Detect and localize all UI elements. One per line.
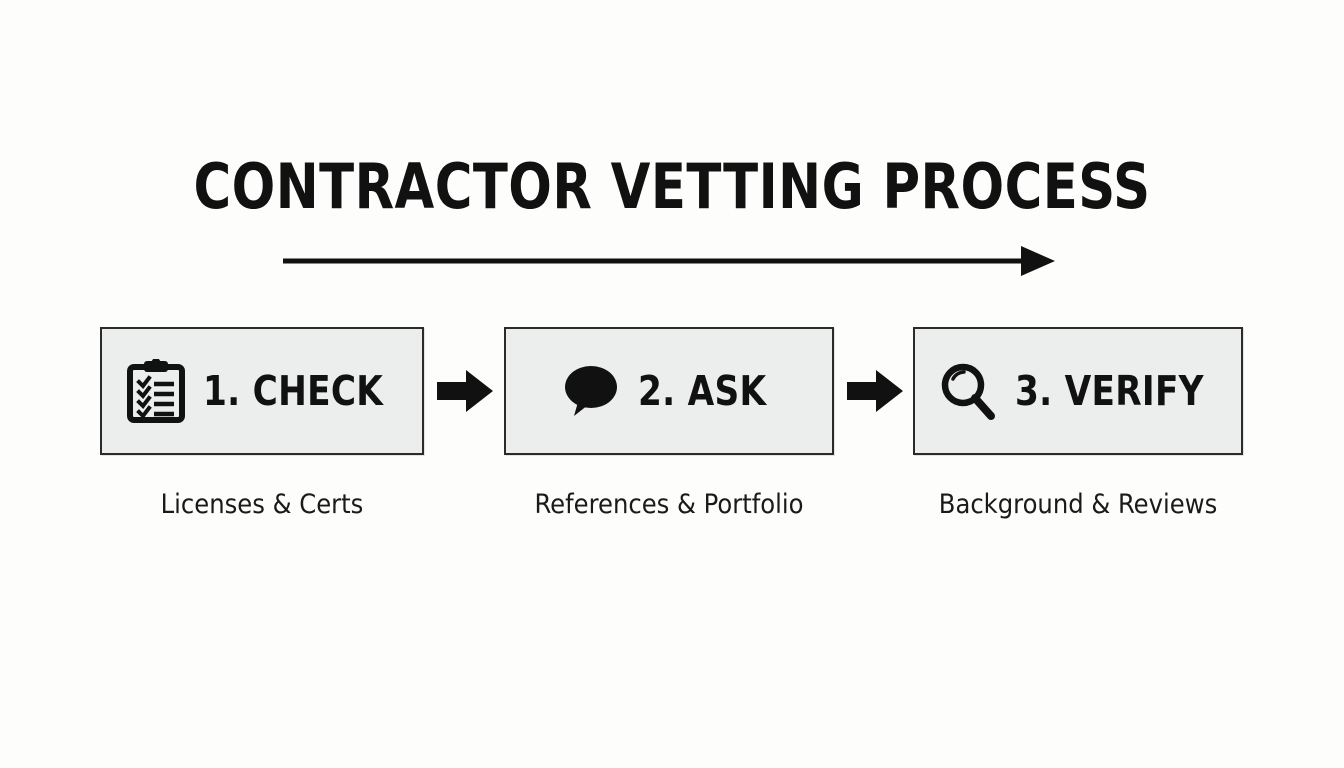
step-label-ask: 2. ASK — [637, 367, 767, 415]
step-label-verify: 3. VERIFY — [1014, 367, 1204, 415]
step-content: 2. ASK — [562, 362, 776, 420]
step-box-verify[interactable]: 3. VERIFY — [913, 327, 1243, 455]
arrow-right-long-icon — [283, 246, 1055, 276]
step-box-ask[interactable]: 2. ASK — [504, 327, 834, 455]
page-title: CONTRACTOR VETTING PROCESS — [193, 150, 1151, 223]
step-box-check[interactable]: 1. CHECK — [100, 327, 424, 455]
arrow-right-icon — [847, 368, 903, 414]
clipboard-checklist-icon — [127, 358, 186, 423]
step-label-check: 1. CHECK — [203, 367, 384, 415]
step-caption-verify: Background & Reviews — [938, 489, 1218, 520]
process-direction-arrow — [283, 238, 1055, 284]
step-content: 1. CHECK — [127, 358, 397, 423]
step-caption-check: Licenses & Certs — [160, 489, 364, 520]
step-caption-ask: References & Portfolio — [534, 489, 804, 520]
arrow-right-icon — [437, 368, 493, 414]
speech-bubble-icon — [562, 362, 620, 420]
magnifying-glass-icon — [939, 361, 997, 421]
step-content: 3. VERIFY — [939, 361, 1218, 421]
